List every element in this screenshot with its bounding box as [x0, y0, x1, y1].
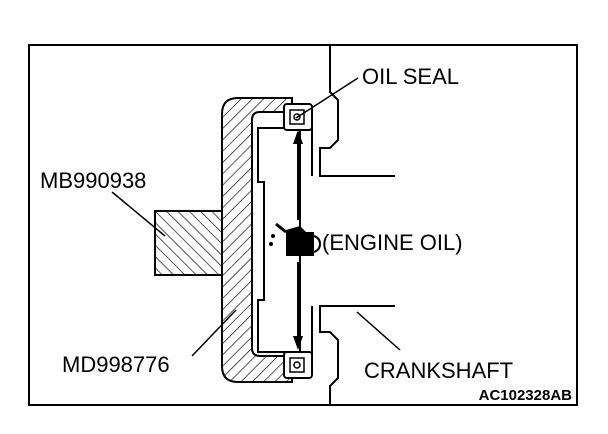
label-mb990938: MB990938 — [40, 168, 146, 193]
label-oil-seal: OIL SEAL — [362, 64, 459, 89]
mb990938-handle — [154, 210, 231, 276]
label-md998776: MD998776 — [62, 352, 170, 377]
md998776-pilot — [257, 127, 301, 353]
figure-code: AC102328AB — [479, 387, 573, 404]
leader-md998776 — [191, 309, 237, 357]
md998776-tool — [221, 97, 293, 383]
leader-lines — [111, 77, 401, 357]
apply-oil-arrow-down — [293, 262, 303, 350]
label-engine-oil: (ENGINE OIL) — [322, 230, 463, 255]
leader-mb990938 — [111, 191, 166, 237]
oil-seal-bottom — [283, 351, 313, 379]
leader-crankshaft — [356, 311, 401, 351]
crankshaft-outline — [311, 45, 395, 405]
leader-oil-seal — [295, 77, 359, 119]
label-crankshaft: CRANKSHAFT — [364, 358, 513, 383]
apply-oil-arrow-up — [293, 130, 303, 220]
oil-can-icon — [269, 222, 322, 256]
figure-frame — [28, 44, 578, 406]
